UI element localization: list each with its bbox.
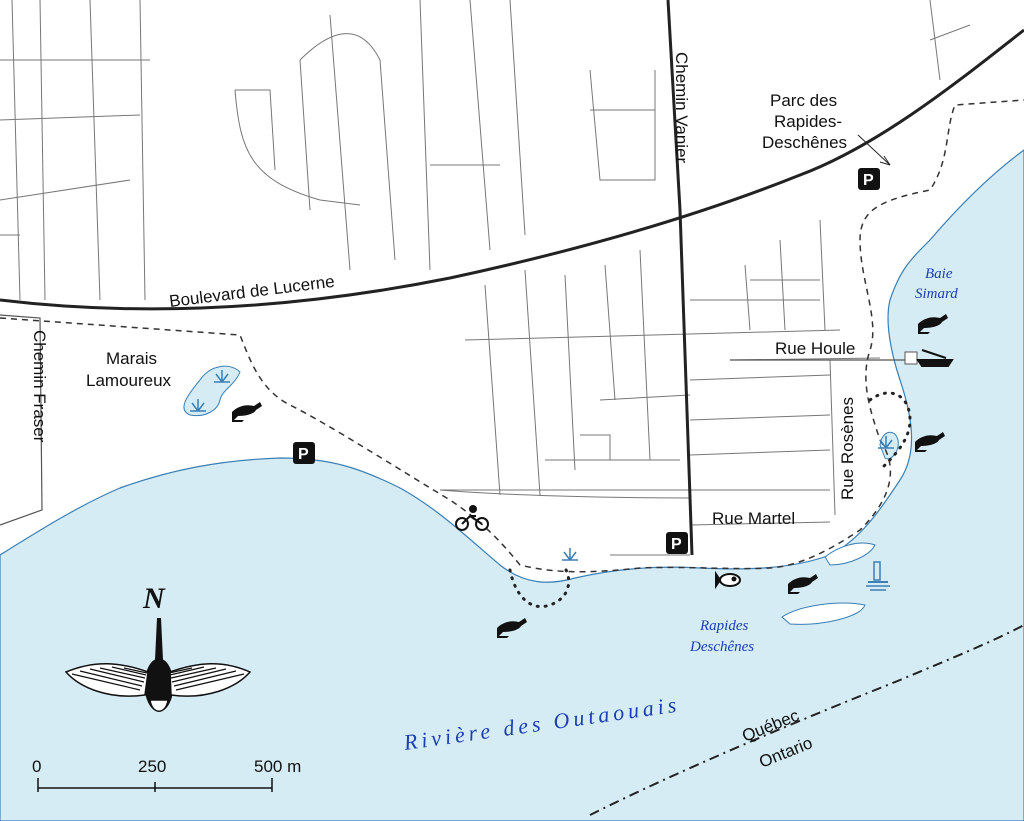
- bird-icon: [918, 314, 948, 334]
- fountain-icon: [190, 399, 206, 412]
- scale-bar: 0 250 500 m: [32, 757, 301, 792]
- label-rue-houle: Rue Houle: [775, 339, 855, 358]
- scale-label-500: 500 m: [254, 757, 301, 776]
- provincial-border: [589, 624, 1024, 816]
- svg-text:P: P: [863, 172, 874, 189]
- bird-icon: [497, 618, 527, 638]
- north-arrow: N: [64, 582, 252, 712]
- label-chemin-fraser: Chemin Fraser: [30, 330, 49, 443]
- north-letter: N: [142, 582, 166, 615]
- label-rapides-line1: Rapides: [699, 618, 748, 634]
- parking-icon: P: [293, 442, 315, 464]
- label-parc-line1: Parc des: [770, 91, 837, 110]
- minor-streets: [0, 0, 971, 556]
- lighthouse-icon: [866, 561, 890, 591]
- scale-label-250: 250: [138, 757, 166, 776]
- label-rue-martel: Rue Martel: [712, 509, 795, 528]
- fountain-icon: [214, 370, 230, 383]
- fish-icon: [715, 570, 741, 590]
- chemin-vanier-road: [666, 0, 694, 556]
- parking-icon: P: [666, 532, 688, 554]
- svg-text:P: P: [671, 536, 682, 553]
- scale-label-0: 0: [32, 757, 41, 776]
- parking-icon: P: [858, 168, 880, 190]
- fountain-icon: [562, 548, 578, 561]
- canada-goose-icon: [64, 618, 252, 712]
- boulevard-lucerne-road: [0, 28, 1024, 311]
- label-parc-line3: Deschênes: [762, 133, 847, 152]
- bird-icon: [788, 574, 818, 594]
- label-rue-rosenes: Rue Rosènes: [838, 397, 857, 500]
- label-baie-line2: Simard: [915, 286, 958, 302]
- fountain-icon: [878, 436, 894, 449]
- label-chemin-vanier: Chemin Vanier: [672, 52, 691, 164]
- label-marais-line2: Lamoureux: [86, 371, 172, 390]
- label-rapides-line2: Deschênes: [689, 639, 754, 655]
- trail-dashed: [0, 99, 1024, 573]
- bird-icon: [232, 402, 262, 422]
- pond-east: [879, 431, 899, 460]
- island: [824, 542, 876, 566]
- svg-text:P: P: [298, 446, 309, 463]
- trail-dotted: [868, 391, 912, 472]
- boat-dock-icon: [916, 349, 954, 367]
- bicycle-icon: [455, 505, 489, 531]
- chemin-fraser-road: [0, 314, 43, 526]
- label-marais-line1: Marais: [106, 349, 157, 368]
- island: [781, 602, 866, 625]
- bird-icon: [915, 432, 945, 452]
- label-parc-line2: Rapides-: [774, 112, 842, 131]
- label-baie-line1: Baie: [925, 266, 953, 282]
